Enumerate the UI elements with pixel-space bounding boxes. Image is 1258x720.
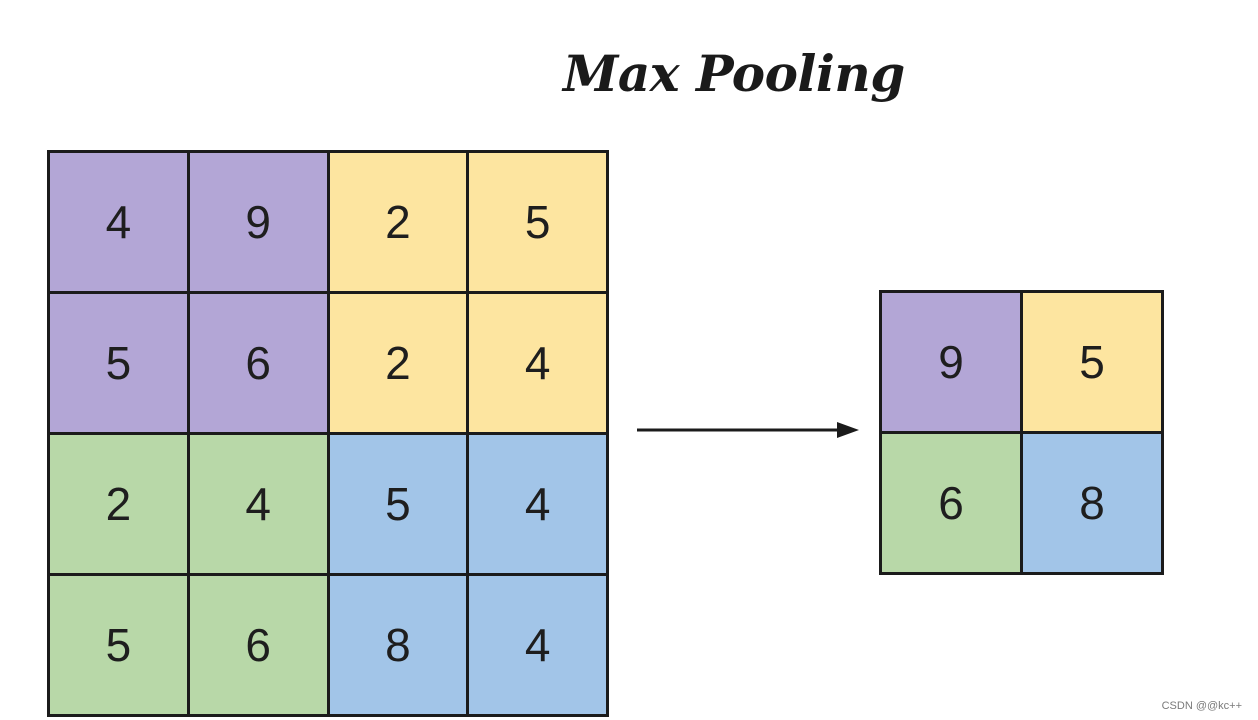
input-grid-cell: 9 — [189, 153, 327, 291]
input-grid-cell: 2 — [329, 153, 467, 291]
input-grid-cell: 4 — [50, 153, 187, 291]
input-grid-cell: 4 — [469, 294, 606, 432]
input-grid-cell: 5 — [50, 576, 187, 714]
output-grid-cell: 8 — [1023, 434, 1161, 572]
input-grid-cell: 2 — [329, 294, 467, 432]
output-grid-cell: 6 — [882, 434, 1020, 572]
input-grid-cell: 4 — [189, 435, 327, 573]
input-grid-cell: 4 — [469, 435, 606, 573]
input-grid-cell: 8 — [329, 576, 467, 714]
input-grid-cell: 2 — [50, 435, 187, 573]
input-grid-cell: 5 — [50, 294, 187, 432]
output-grid-cell: 5 — [1023, 293, 1161, 431]
input-grid-cell: 5 — [469, 153, 606, 291]
input-grid-cell: 4 — [469, 576, 606, 714]
input-grid-cell: 6 — [189, 576, 327, 714]
output-grid-cell: 9 — [882, 293, 1020, 431]
watermark: CSDN @@kc++ — [1161, 700, 1242, 712]
arrow-right-icon — [637, 422, 859, 438]
input-grid-cell: 6 — [189, 294, 327, 432]
input-grid-cell: 5 — [329, 435, 467, 573]
diagram-title: Max Pooling — [563, 44, 905, 103]
